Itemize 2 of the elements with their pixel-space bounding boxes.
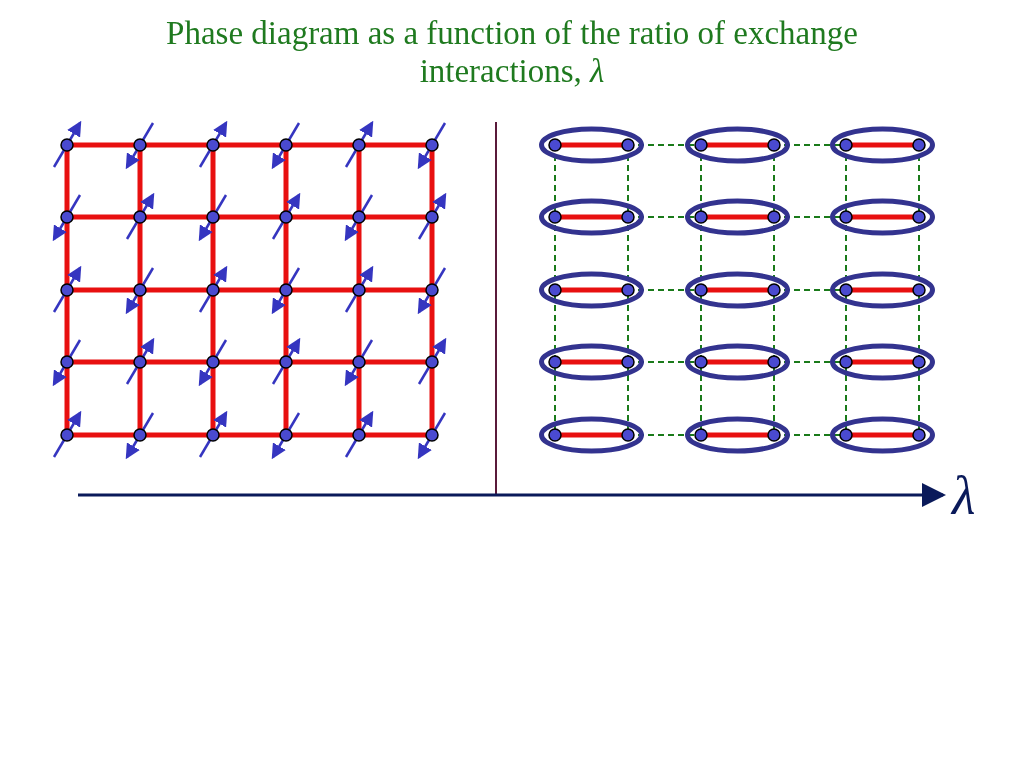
title: Phase diagram as a function of the ratio of exchange interactions, λ — [165, 14, 859, 90]
axis-label: λ — [952, 466, 976, 526]
